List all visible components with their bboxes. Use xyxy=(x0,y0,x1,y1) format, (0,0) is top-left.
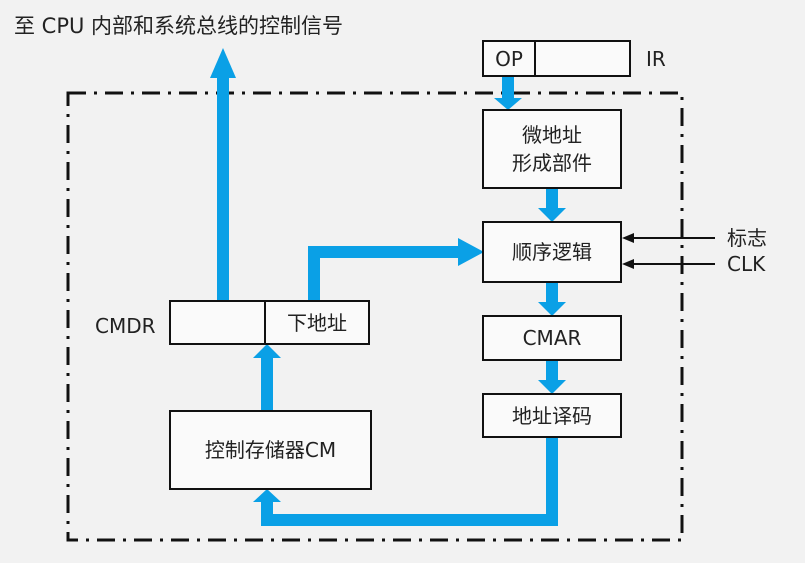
sequence-logic: 顺序逻辑 xyxy=(482,221,622,283)
diagram-title: 至 CPU 内部和系统总线的控制信号 xyxy=(14,14,344,38)
bus-next-addr-right xyxy=(308,246,460,258)
bus-seq-cmar xyxy=(546,282,558,304)
sequence-logic-label: 顺序逻辑 xyxy=(512,240,592,264)
flag-arrowhead xyxy=(622,233,634,243)
signal-lines xyxy=(622,233,715,269)
arrowhead-right-seq xyxy=(458,238,484,266)
bus-arrows xyxy=(210,48,566,526)
bus-decode-left xyxy=(261,514,558,526)
cmdr-label: CMDR xyxy=(95,314,156,338)
micro-address-generator: 微地址 形成部件 xyxy=(482,109,622,189)
arrowhead-down-micro xyxy=(494,98,522,110)
cmar-label: CMAR xyxy=(522,326,582,350)
ir-label: IR xyxy=(646,47,666,71)
control-store: 控制存储器CM xyxy=(169,410,372,490)
bus-cmdr-out xyxy=(217,75,229,301)
bus-next-addr-up xyxy=(308,246,320,301)
next-address-label: 下地址 xyxy=(287,310,347,335)
address-decoder: 地址译码 xyxy=(482,393,622,438)
cmdr-control-field xyxy=(169,300,266,345)
ir-op-label: OP xyxy=(495,46,523,71)
control-unit-boundary xyxy=(66,91,684,542)
arrowhead-up-out xyxy=(210,48,236,78)
ir-op-field: OP xyxy=(482,40,536,77)
cmdr-next-address-field: 下地址 xyxy=(264,300,370,345)
bus-micro-seq xyxy=(546,188,558,210)
flags-label: 标志 xyxy=(727,226,767,250)
arrowhead-down-seq xyxy=(538,208,566,222)
arrowhead-up-cmdr xyxy=(253,344,281,358)
ir-rest-field xyxy=(534,40,631,77)
bus-cm-up xyxy=(261,500,273,526)
bus-op-down xyxy=(502,76,514,102)
bus-cmar-decode xyxy=(546,360,558,382)
clk-label: CLK xyxy=(727,252,766,276)
micro-addr-line2: 形成部件 xyxy=(512,151,592,175)
control-store-label: 控制存储器CM xyxy=(204,438,337,462)
arrowhead-down-cmar xyxy=(538,302,566,316)
arrowhead-up-cm xyxy=(253,489,281,502)
arrowhead-down-decode xyxy=(538,380,566,394)
address-decoder-label: 地址译码 xyxy=(512,403,592,428)
cmar-register: CMAR xyxy=(482,315,622,361)
bus-decode-down xyxy=(546,436,558,526)
clk-arrowhead xyxy=(622,259,634,269)
micro-addr-line1: 微地址 xyxy=(522,123,582,147)
bus-cm-cmdr xyxy=(261,355,273,411)
